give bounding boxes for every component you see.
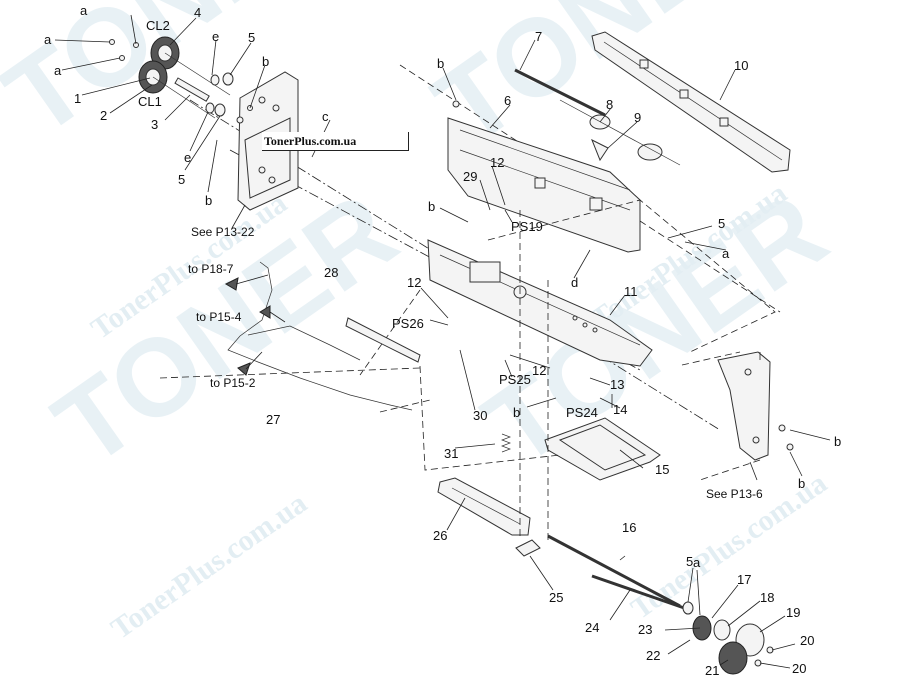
shaft-7 [514, 68, 606, 117]
ref-see-p13-6: See P13-6 [706, 487, 763, 501]
label-screw-e: e [184, 150, 191, 165]
label-screw-b: b [428, 199, 435, 214]
label-screw-a: a [54, 63, 62, 78]
callout-labels: a CL2 4 a e 5 a b 1 CL1 2 3 c e 5 b See … [44, 3, 841, 678]
label-part-18: 18 [760, 590, 774, 605]
ref-to-p15-4: to P15-4 [196, 310, 242, 324]
label-part-19: 19 [786, 605, 800, 620]
shaft-24 [591, 574, 691, 612]
ref-to-p15-2: to P15-2 [210, 376, 256, 390]
label-part-4: 4 [194, 5, 201, 20]
site-banner: TonerPlus.com.ua [262, 132, 409, 151]
label-part-7: 7 [535, 29, 542, 44]
label-part-13: 13 [610, 377, 624, 392]
label-part-6: 6 [504, 93, 511, 108]
label-part-10: 10 [734, 58, 748, 73]
label-part-23: 23 [638, 622, 652, 637]
label-part-15: 15 [655, 462, 669, 477]
label-sensor-ps24: PS24 [566, 405, 598, 420]
rail-10 [591, 31, 791, 173]
label-clutch-cl1: CL1 [138, 94, 162, 109]
label-part-3: 3 [151, 117, 158, 132]
label-sensor-ps25: PS25 [499, 372, 531, 387]
guide-26 [437, 477, 531, 536]
label-screw-b: b [798, 476, 805, 491]
label-screw-d: d [571, 275, 578, 290]
drawing-layer [54, 14, 831, 675]
roller-set [682, 601, 774, 675]
label-screw-b: b [437, 56, 444, 71]
label-part-12: 12 [407, 275, 421, 290]
ref-to-p18-7: to P18-7 [188, 262, 234, 276]
label-part-5: 5 [248, 30, 255, 45]
label-part-14: 14 [613, 402, 627, 417]
label-part-12: 12 [490, 155, 504, 170]
label-screw-e: e [212, 29, 219, 44]
label-part-17: 17 [737, 572, 751, 587]
label-part-28: 28 [324, 265, 338, 280]
label-part-31: 31 [444, 446, 458, 461]
site-banner-text: TonerPlus.com.ua [264, 134, 357, 148]
label-part-5: 5 [686, 554, 693, 569]
label-part-12: 12 [532, 363, 546, 378]
ref-see-p13-22: See P13-22 [191, 225, 255, 239]
label-part-16: 16 [622, 520, 636, 535]
label-screw-b: b [513, 405, 520, 420]
label-part-5: 5 [178, 172, 185, 187]
label-screw-a: a [44, 32, 52, 47]
watermark-brand: TONER [463, 169, 847, 489]
label-part-29: 29 [463, 169, 477, 184]
label-screw-b: b [205, 193, 212, 208]
label-part-26: 26 [433, 528, 447, 543]
label-part-25: 25 [549, 590, 563, 605]
label-part-2: 2 [100, 108, 107, 123]
label-screw-a: a [693, 555, 701, 570]
label-screw-a: a [722, 246, 730, 261]
upper-frame-6 [447, 100, 641, 253]
right-bracket [717, 351, 794, 461]
label-part-20: 20 [800, 633, 814, 648]
rollers-8-9 [559, 99, 681, 166]
label-part-9: 9 [634, 110, 641, 125]
label-sensor-ps19: PS19 [511, 219, 543, 234]
clutch-assembly [109, 36, 234, 119]
label-screw-b: b [262, 54, 269, 69]
watermark-site: TonerPlus.com.ua [105, 486, 313, 645]
spring-31 [501, 433, 511, 453]
label-sensor-ps26: PS26 [392, 316, 424, 331]
shaft-16 [547, 534, 681, 608]
label-part-27: 27 [266, 412, 280, 427]
label-part-11: 11 [624, 284, 638, 299]
harness-27 [227, 261, 413, 411]
label-screw-a: a [80, 3, 88, 18]
label-part-22: 22 [646, 648, 660, 663]
label-part-1: 1 [74, 91, 81, 106]
plate-28 [345, 317, 421, 363]
label-part-20: 20 [792, 661, 806, 676]
label-part-5: 5 [718, 216, 725, 231]
label-part-21: 21 [705, 663, 719, 678]
plate-25 [515, 539, 541, 557]
label-part-8: 8 [606, 97, 613, 112]
label-clutch-cl2: CL2 [146, 18, 170, 33]
label-screw-c: c [322, 109, 329, 124]
label-part-30: 30 [473, 408, 487, 423]
label-part-24: 24 [585, 620, 599, 635]
label-screw-b: b [834, 434, 841, 449]
